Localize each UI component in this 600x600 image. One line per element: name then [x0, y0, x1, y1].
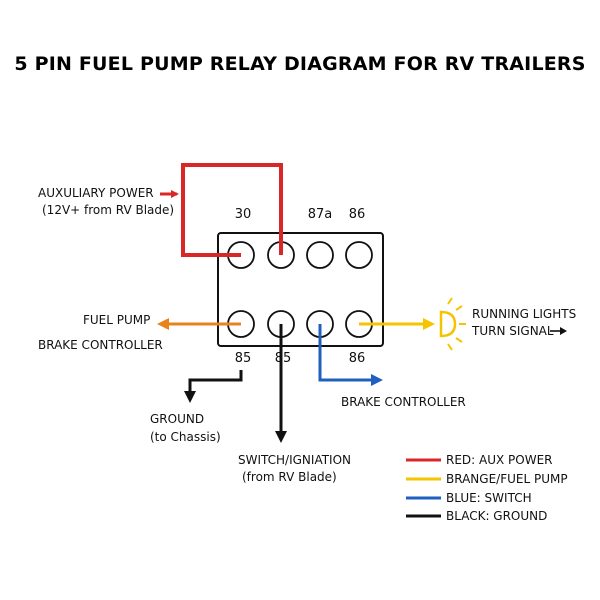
legend-item-red: RED: AUX POWER: [446, 453, 553, 467]
label-aux-power: AUXULIARY POWER: [38, 186, 154, 200]
label-fuel-pump: FUEL PUMP: [83, 313, 150, 327]
label-turn-signal: TURN SIGNAL: [471, 324, 554, 338]
label-switch: SWITCH/IGNIATION: [238, 453, 351, 467]
pin-label-86-top: 86: [349, 207, 366, 222]
pin-label-85-right: 85: [275, 351, 292, 366]
black-wire-ground: [184, 370, 243, 403]
label-ground-sub: (to Chassis): [150, 430, 221, 444]
pin-label-87a: 87a: [308, 207, 333, 222]
legend-item-blue: BLUE: SWITCH: [446, 491, 532, 505]
legend: RED: AUX POWER BRANGE/FUEL PUMP BLUE: SW…: [406, 453, 568, 523]
label-brake-controller-bottom: BRAKE CONTROLLER: [341, 395, 466, 409]
label-ground: GROUND: [150, 412, 204, 426]
lightbulb-icon: [439, 297, 466, 351]
relay-body: [217, 232, 384, 347]
legend-item-black: BLACK: GROUND: [446, 509, 547, 523]
pin-label-86-bottom: 86: [349, 351, 366, 366]
pin-label-85-left: 85: [235, 351, 252, 366]
red-wire: [160, 163, 283, 257]
page-title: 5 PIN FUEL PUMP RELAY DIAGRAM FOR RV TRA…: [14, 53, 585, 75]
label-aux-power-sub: (12V+ from RV Blade): [42, 203, 174, 217]
label-running-lights: RUNNING LIGHTS: [472, 307, 576, 321]
pin-top-4: [345, 241, 373, 269]
turn-signal-arrow: [550, 327, 567, 335]
label-switch-sub: (from RV Blade): [242, 470, 337, 484]
pin-top-3: [306, 241, 334, 269]
pin-label-30: 30: [235, 207, 252, 222]
blue-wire: [318, 324, 383, 386]
label-brake-controller-left: BRAKE CONTROLLER: [38, 338, 163, 352]
legend-item-yellow: BRANGE/FUEL PUMP: [446, 472, 568, 486]
